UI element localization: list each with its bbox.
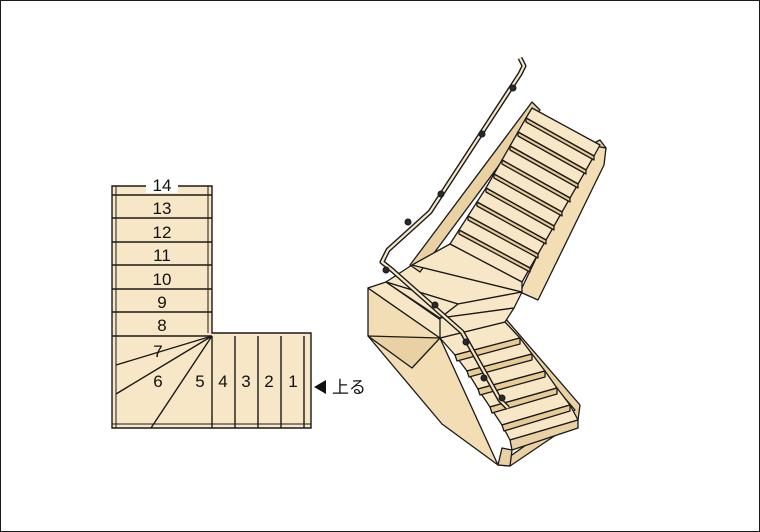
handrail-brackets xyxy=(382,84,517,402)
step-14-label-backing xyxy=(146,177,178,193)
plan-step-number: 3 xyxy=(241,372,250,391)
plan-step-number: 4 xyxy=(218,372,227,391)
bottom-stringer-end xyxy=(497,447,513,467)
upper-inner-stringer xyxy=(409,101,541,273)
plan-step-number: 8 xyxy=(157,316,166,335)
landing-base xyxy=(367,335,441,369)
upper-flight-risers xyxy=(458,117,595,273)
plan-step-number: 7 xyxy=(153,342,162,361)
plan-outline xyxy=(111,185,312,429)
plan-step-number: 10 xyxy=(153,270,172,289)
winder-treads xyxy=(385,264,523,339)
plan-step-number: 5 xyxy=(195,372,204,391)
upper-flight-treads xyxy=(411,107,601,293)
lower-flight-risers xyxy=(454,337,571,432)
bottom-step-riser xyxy=(509,419,579,451)
direction-indicator: 上る xyxy=(314,378,366,398)
floor-plan xyxy=(111,185,312,429)
plan-step-number: 13 xyxy=(153,199,172,218)
direction-label: 上る xyxy=(332,378,366,398)
plan-step-number: 14 xyxy=(153,176,172,195)
perspective-view xyxy=(367,56,607,467)
plan-upper-tread-lines xyxy=(112,194,212,337)
handrail xyxy=(379,56,527,410)
plan-lower-tread-lines xyxy=(234,336,305,428)
plan-step-number: 11 xyxy=(153,246,171,265)
plan-step-number: 2 xyxy=(264,372,273,391)
plan-step-number: 9 xyxy=(157,293,166,312)
plan-step-number: 6 xyxy=(153,372,162,391)
plan-step-number: 1 xyxy=(288,372,297,391)
left-arrow-icon xyxy=(314,380,326,394)
plan-winder-lines xyxy=(115,335,213,429)
plan-step-number: 12 xyxy=(153,223,172,242)
